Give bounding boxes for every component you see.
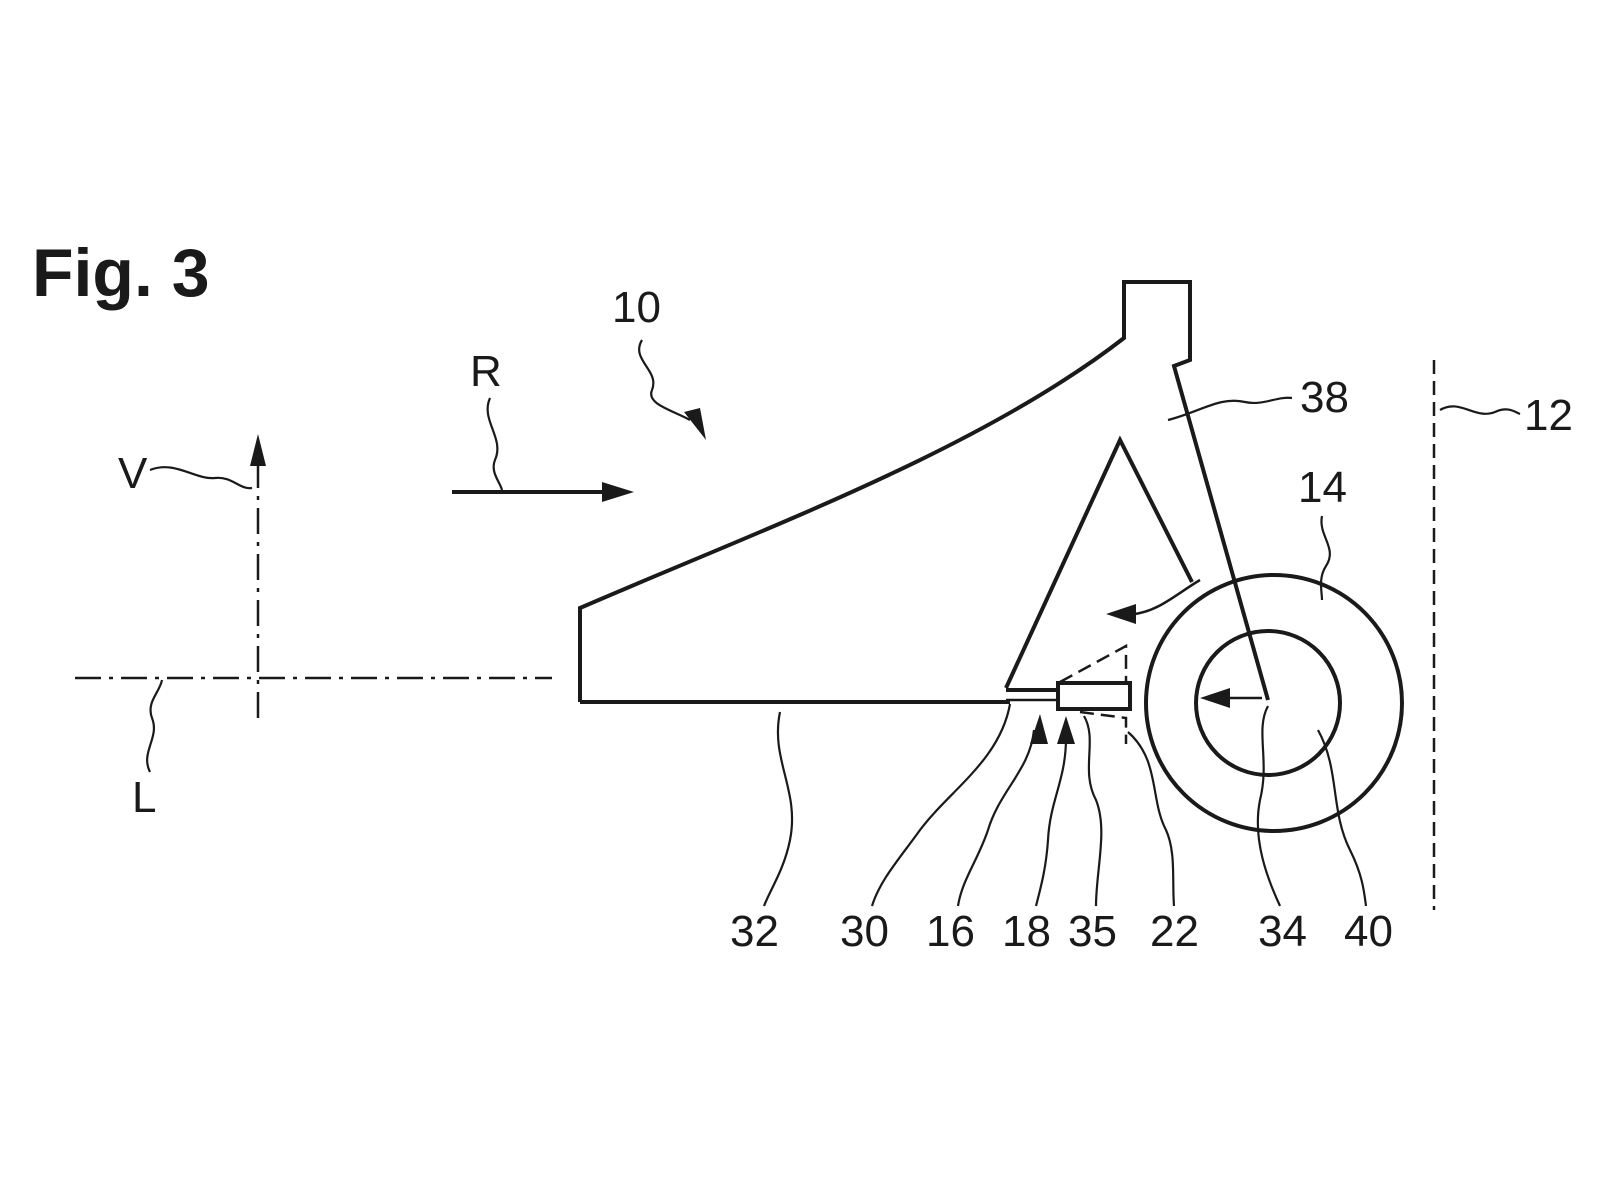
label-12: 12: [1524, 391, 1573, 440]
inner-triangle: [1004, 435, 1194, 689]
label-l: L: [132, 773, 156, 822]
label-18: 18: [1002, 907, 1051, 956]
axis-v-arrowhead: [250, 434, 266, 466]
part-22-lower-dashed: [1079, 710, 1128, 744]
label-10: 10: [612, 283, 661, 332]
movement-arrow-curve: [1134, 578, 1201, 616]
leader-l: [146, 679, 164, 773]
leader-12: [1439, 405, 1521, 416]
leader-30: [870, 703, 1012, 907]
leader-v: [149, 466, 253, 490]
label-32: 32: [730, 907, 779, 956]
label-40: 40: [1344, 907, 1393, 956]
label-38: 38: [1300, 373, 1349, 422]
leader-38: [1167, 396, 1293, 422]
inner-arrowhead: [1200, 688, 1230, 708]
leader-10: [638, 339, 691, 421]
leader-40: [1317, 729, 1368, 907]
part-22-upper-dashed: [1059, 643, 1128, 684]
wheel-inner: [1194, 629, 1342, 777]
label-30: 30: [840, 907, 889, 956]
label-r: R: [470, 347, 502, 396]
label-16: 16: [926, 907, 975, 956]
coordinate-axes: [75, 434, 552, 718]
leader-22: [1127, 731, 1176, 907]
label-34: 34: [1258, 907, 1307, 956]
label-v: V: [118, 449, 148, 498]
leader-16: [956, 729, 1036, 907]
figure-title: Fig. 3: [32, 235, 210, 311]
leader-r: [486, 397, 504, 491]
label-35: 35: [1068, 907, 1117, 956]
main-body-outline: [578, 280, 1270, 702]
direction-r-arrowhead: [602, 482, 634, 502]
label-22: 22: [1150, 907, 1199, 956]
leader-14: [1319, 515, 1331, 601]
label-14: 14: [1298, 463, 1347, 512]
leader-32: [762, 711, 794, 907]
wheel-outer: [1144, 573, 1404, 833]
leader-34: [1256, 705, 1281, 907]
movement-arrowhead-upper: [1106, 604, 1136, 624]
arrow-16: [1030, 714, 1048, 744]
leader-35: [1083, 715, 1103, 907]
arrow-18: [1057, 716, 1075, 744]
leader-18: [1034, 737, 1068, 907]
part-18-rect: [1056, 681, 1132, 711]
assembly-10-arrowhead: [684, 408, 706, 440]
